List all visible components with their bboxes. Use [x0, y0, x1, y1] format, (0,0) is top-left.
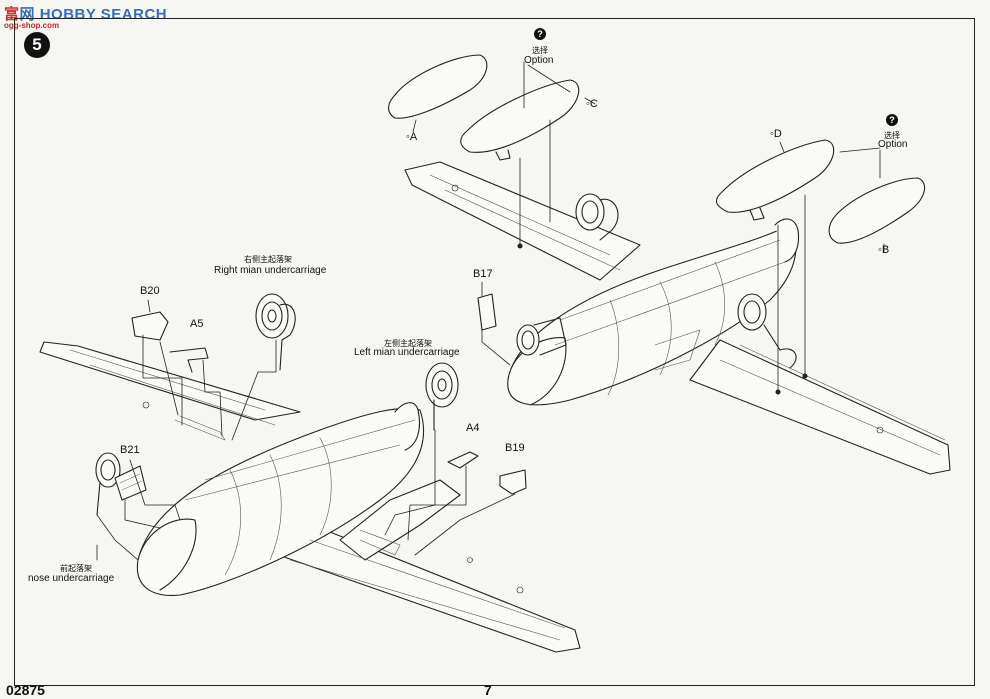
- part-c-drop-tank: [460, 79, 580, 153]
- part-label-b20: B20: [140, 285, 160, 297]
- right-aircraft-nose-wheel: [516, 324, 540, 356]
- product-code: 02875: [6, 682, 45, 698]
- part-label-a4: A4: [466, 422, 480, 434]
- part-a-drop-tank: [388, 54, 488, 119]
- left-aircraft-exhaust: [394, 402, 421, 451]
- label-right-main-en: Right mian undercarriage: [214, 265, 327, 276]
- left-main-wheel: [425, 362, 459, 408]
- part-label-b19: B19: [505, 442, 525, 454]
- option-marker-top: ?: [534, 28, 546, 40]
- label-option-right-en: Option: [878, 139, 908, 150]
- label-right-main-cn: 右侧主起落架: [244, 255, 292, 264]
- part-a5-strut: [169, 347, 209, 373]
- right-aircraft: [404, 161, 951, 475]
- right-main-leg: [279, 303, 296, 371]
- step-number-badge: 5: [24, 32, 50, 58]
- label-option-top-cn: 选择: [532, 46, 548, 55]
- part-label-b17: B17: [473, 268, 493, 280]
- right-aircraft-main-wheel-starboard: [737, 293, 767, 331]
- left-aircraft-nacelle: [339, 479, 461, 561]
- part-b19-door: [499, 469, 527, 495]
- right-main-wheel: [255, 293, 289, 339]
- part-b-drop-tank: [828, 177, 926, 244]
- nose-wheel-leg: [96, 481, 101, 516]
- part-a4: [447, 451, 479, 469]
- watermark-url: ogg-shop.com: [4, 21, 60, 30]
- label-nose-en: nose undercarriage: [28, 573, 115, 584]
- left-aircraft-nose: [137, 518, 197, 591]
- label-option-right-cn: 选择: [884, 131, 900, 140]
- part-b20-door: [131, 311, 169, 341]
- part-label-a: ◦A: [406, 131, 418, 143]
- part-label-a5: A5: [190, 318, 204, 330]
- right-aircraft-port-wing: [404, 161, 641, 281]
- right-aircraft-main-wheel-port: [575, 193, 605, 231]
- page-number: 7: [484, 682, 492, 698]
- label-option-top-en: Option: [524, 55, 554, 66]
- nose-wheel: [95, 452, 121, 488]
- page-frame: [14, 18, 975, 686]
- part-label-b21: B21: [120, 444, 140, 456]
- part-b21-door: [114, 465, 147, 501]
- part-d-drop-tank: [715, 139, 835, 213]
- part-b17: [477, 293, 497, 331]
- left-aircraft-fuselage: [136, 407, 425, 596]
- label-nose-cn: 前起落架: [60, 564, 92, 573]
- part-label-c: ◦C: [586, 98, 598, 110]
- label-left-main-cn: 左侧主起落架: [384, 339, 432, 348]
- part-label-b: ◦B: [878, 244, 890, 256]
- label-left-main-en: Left mian undercarriage: [354, 347, 460, 358]
- option-marker-right: ?: [886, 114, 898, 126]
- part-label-d: ◦D: [770, 128, 782, 140]
- right-aircraft-starboard-wing: [689, 339, 951, 475]
